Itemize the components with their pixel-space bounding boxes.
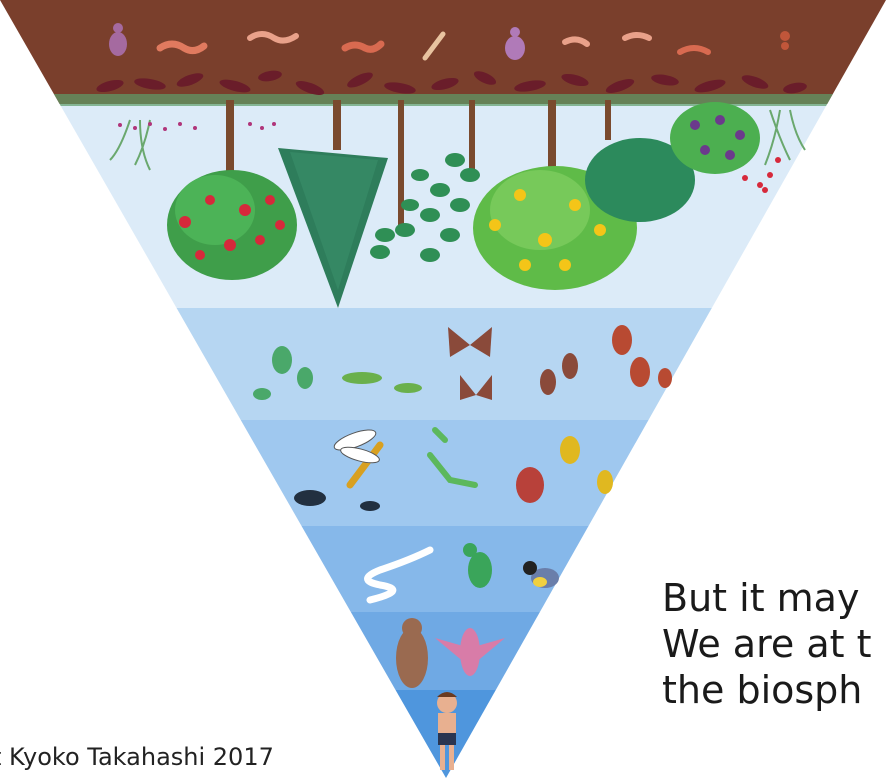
caption-line-3: the biosph bbox=[662, 667, 872, 713]
caption-line-1: But it may bbox=[662, 575, 872, 621]
caption-line-2: We are at t bbox=[662, 621, 872, 667]
red-berry-bush bbox=[167, 170, 297, 280]
purple-berry-tree bbox=[670, 102, 760, 174]
caption: But it may We are at t the biosph bbox=[662, 575, 872, 713]
earthworm-icon bbox=[625, 35, 649, 38]
herbivore-layer-band bbox=[0, 308, 886, 420]
ladybird-icon bbox=[516, 467, 544, 503]
artist-credit: t Kyoko Takahashi 2017 bbox=[0, 742, 274, 772]
earthworm-icon bbox=[345, 44, 381, 49]
